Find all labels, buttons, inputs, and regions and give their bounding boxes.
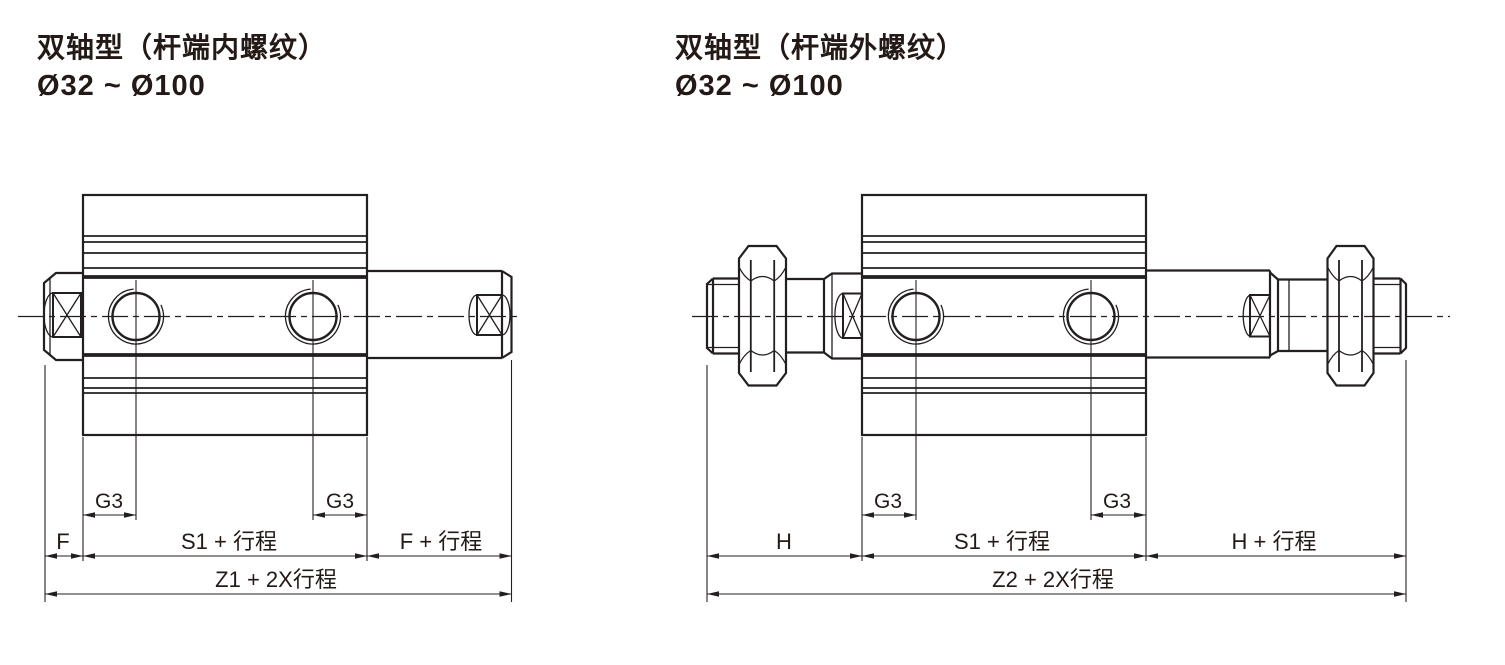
port-holes	[107, 280, 342, 520]
left-diagram-title: 双轴型（杆端内螺纹）	[37, 32, 328, 63]
left-diagram-size-range: Ø32 ~ Ø100	[37, 70, 206, 102]
dim-label-g3-left: G3	[95, 490, 123, 513]
dim-label-h: H	[776, 529, 792, 554]
dim-label-s1-stroke: S1 + 行程	[954, 529, 1050, 554]
extension-lines	[706, 360, 1407, 602]
right-drawing: G3 G3 H S1 + 行程 H + 行程	[692, 193, 1450, 602]
dim-label-f: F	[56, 529, 69, 554]
dim-label-h-stroke: H + 行程	[1232, 529, 1317, 554]
right-diagram-size-range: Ø32 ~ Ø100	[675, 70, 844, 102]
right-diagram-title: 双轴型（杆端外螺纹）	[675, 32, 966, 63]
left-drawing: G3 G3 F S1 + 行程 F + 行程	[18, 193, 522, 602]
dimension-annotations: G3 G3 H S1 + 行程 H + 行程	[707, 490, 1406, 597]
dimension-annotations: G3 G3 F S1 + 行程 F + 行程	[45, 490, 512, 597]
rod-end-internal-thread-right	[367, 269, 513, 360]
dim-label-z1-total: Z1 + 2X行程	[215, 567, 337, 592]
dim-label-z2-total: Z2 + 2X行程	[992, 567, 1114, 592]
dim-label-g3-left: G3	[874, 490, 902, 513]
dim-label-g3-right: G3	[1103, 490, 1131, 513]
rod-end-external-thread-left	[705, 244, 863, 387]
extension-lines	[44, 360, 513, 602]
cylinder-body	[860, 193, 1148, 437]
rod-end-external-thread-right	[1146, 244, 1408, 387]
cylinder-body	[81, 193, 369, 437]
dim-label-s1-stroke: S1 + 行程	[181, 529, 277, 554]
rod-end-internal-thread-left	[42, 271, 83, 362]
port-holes	[887, 280, 1120, 520]
dim-label-g3-right: G3	[326, 490, 354, 513]
dim-label-f-stroke: F + 行程	[400, 529, 483, 554]
